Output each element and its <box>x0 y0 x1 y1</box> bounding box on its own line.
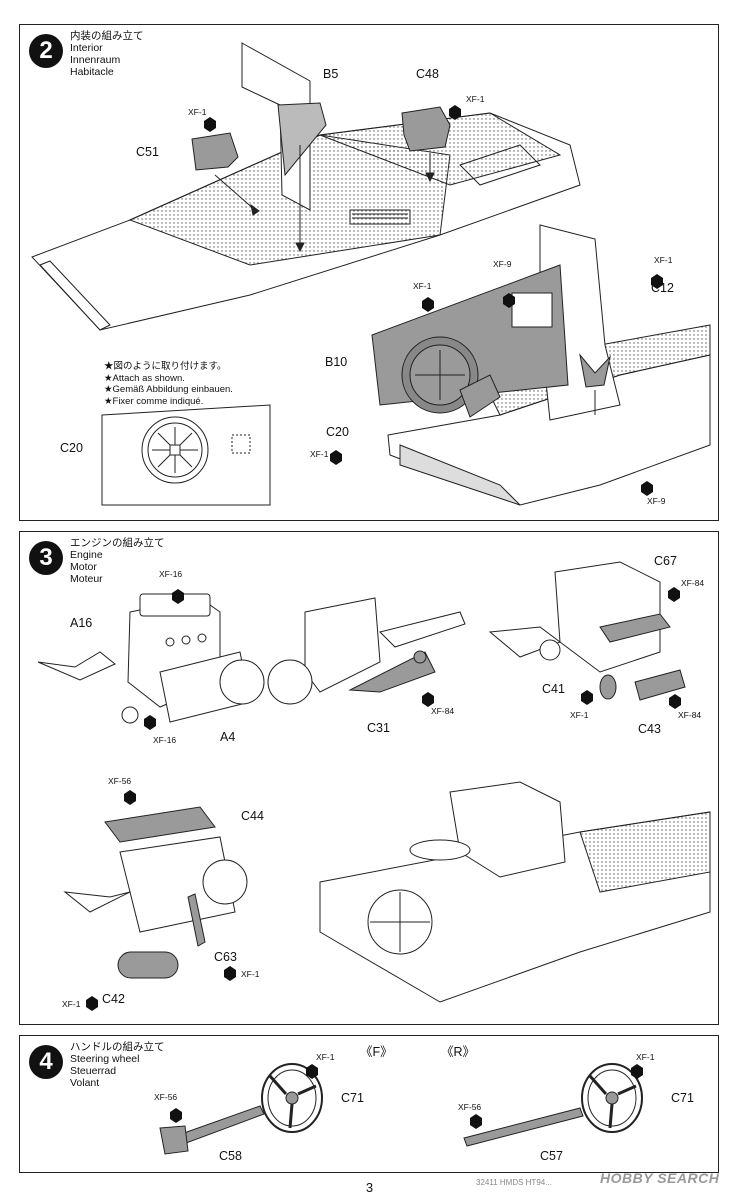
step-3-title-de: Motor <box>70 561 97 573</box>
step-2-title-de: Innenraum <box>70 54 121 66</box>
engine-c31-drawing <box>267 597 466 705</box>
paint-xf1-c20: XF-1 <box>310 449 329 459</box>
label-c48: C48 <box>416 67 439 81</box>
paint-xf84-c67: XF-84 <box>681 578 705 588</box>
label-b10: B10 <box>325 355 348 369</box>
step-2-titles: 内装の組み立て Interior Innenraum Habitacle <box>70 30 144 78</box>
step-3-title-fr: Moteur <box>70 573 103 585</box>
part-b5-drawing <box>241 42 327 253</box>
label-c43: C43 <box>638 722 661 736</box>
label-c71-f: C71 <box>341 1091 364 1105</box>
label-c41: C41 <box>542 682 565 696</box>
step-3-title-ja: エンジンの組み立て <box>70 537 165 549</box>
step-4-title-de: Steuerrad <box>70 1065 117 1077</box>
step-2-title-ja: 内装の組み立て <box>70 30 144 42</box>
paint-xf1-c51: XF-1 <box>188 107 207 117</box>
part-b10-drawing <box>371 264 569 418</box>
paint-xf9-chassis: XF-9 <box>647 496 666 506</box>
variant-f-label: 《F》 <box>360 1045 393 1059</box>
inset-c20-drawing <box>101 404 271 506</box>
label-c67: C67 <box>654 554 677 568</box>
paint-xf16-a16: XF-16 <box>159 569 183 579</box>
paint-xf56-c58: XF-56 <box>154 1092 178 1102</box>
step-4-panel: 4 ハンドルの組み立て Steering wheel Steuerrad Vol… <box>19 1035 719 1173</box>
step-3-titles: エンジンの組み立て Engine Motor Moteur <box>70 537 165 585</box>
paint-xf1-c63: XF-1 <box>241 969 260 979</box>
steering-f-drawing <box>159 1063 323 1155</box>
step-4-illustration <box>159 1063 643 1155</box>
step-3-title-en: Engine <box>70 549 103 561</box>
part-c51-drawing <box>191 132 260 216</box>
page-number: 3 <box>365 1180 374 1195</box>
label-c12: C12 <box>651 281 674 295</box>
step-2-panel: 2 内装の組み立て Interior Innenraum Habitacle <box>19 24 719 521</box>
paint-xf84-c31: XF-84 <box>431 706 455 716</box>
step-2-illustration <box>31 42 711 506</box>
upper-chassis-drawing <box>31 112 581 331</box>
label-c57: C57 <box>540 1149 563 1163</box>
label-c71-r: C71 <box>671 1091 694 1105</box>
step-2-note: ★図のように取り付けます。 ★Attach as shown. ★Gemäß A… <box>104 361 233 407</box>
paint-xf9-b10: XF-9 <box>493 259 512 269</box>
paint-xf1-c71-r: XF-1 <box>636 1052 655 1062</box>
step-3-paint-markers <box>86 587 681 1011</box>
step-4-title-fr: Volant <box>70 1077 100 1089</box>
label-c58: C58 <box>219 1149 242 1163</box>
note-en: ★Attach as shown. <box>104 372 185 384</box>
label-c44: C44 <box>241 809 264 823</box>
paint-xf1-c41: XF-1 <box>570 710 589 720</box>
step-4-title-en: Steering wheel <box>70 1053 140 1065</box>
note-de: ★Gemäß Abbildung einbauen. <box>104 384 233 395</box>
paint-xf1-c12: XF-1 <box>654 255 673 265</box>
label-c31: C31 <box>367 721 390 735</box>
footer-code: 32411 HMDS HT94... <box>476 1178 552 1187</box>
step-2-title-en: Interior <box>70 42 103 54</box>
step-4-number: 4 <box>29 1045 63 1079</box>
engine-c44-drawing <box>63 806 248 979</box>
paint-xf1-c48: XF-1 <box>466 94 485 104</box>
paint-xf1-b10: XF-1 <box>413 281 432 291</box>
paint-xf56-c57: XF-56 <box>458 1102 482 1112</box>
step-3-illustration <box>37 561 711 1011</box>
label-b5: B5 <box>323 67 339 81</box>
step-2-title-fr: Habitacle <box>70 66 114 78</box>
paint-xf56-c44: XF-56 <box>108 776 132 786</box>
label-a16: A16 <box>70 616 93 630</box>
note-fr: ★Fixer comme indiqué. <box>104 395 204 407</box>
part-c12-drawing <box>579 353 611 415</box>
label-c20-inset: C20 <box>60 441 83 455</box>
label-c42: C42 <box>102 992 125 1006</box>
step-4-titles: ハンドルの組み立て Steering wheel Steuerrad Volan… <box>70 1041 165 1089</box>
paint-xf1-c42: XF-1 <box>62 999 81 1009</box>
label-c20: C20 <box>326 425 349 439</box>
step-2-paint-markers <box>204 105 663 496</box>
variant-r-label: 《R》 <box>441 1045 476 1059</box>
step-4-title-ja: ハンドルの組み立て <box>70 1041 165 1053</box>
chassis-engine-drawing <box>319 781 711 1003</box>
engine-c67-drawing <box>488 561 686 701</box>
steering-r-drawing <box>463 1063 643 1147</box>
paint-xf84-c43: XF-84 <box>678 710 702 720</box>
label-c51: C51 <box>136 145 159 159</box>
step-4-paint-markers <box>170 1064 643 1129</box>
label-a4: A4 <box>220 730 236 744</box>
paint-xf16-a4: XF-16 <box>153 735 177 745</box>
note-ja: ★図のように取り付けます。 <box>104 361 227 372</box>
step-3-panel: 3 エンジンの組み立て Engine Motor Moteur <box>19 531 719 1025</box>
step-3-number: 3 <box>29 541 63 575</box>
part-c48-drawing <box>401 106 451 183</box>
label-c63: C63 <box>214 950 237 964</box>
watermark-logo: HOBBY SEARCH <box>600 1170 720 1186</box>
step-2-number: 2 <box>29 34 63 68</box>
paint-xf1-c71-f: XF-1 <box>316 1052 335 1062</box>
engine-a4-drawing <box>37 593 265 724</box>
